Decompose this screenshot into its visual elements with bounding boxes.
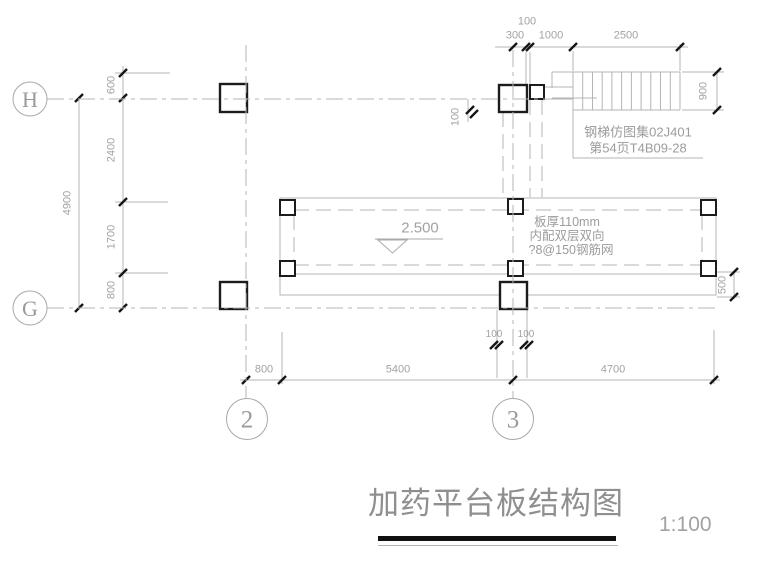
dim-300: 300 [505, 29, 525, 42]
dim-100-col-right: 100 [517, 329, 535, 340]
dim-1700: 1700 [105, 224, 118, 250]
column [218, 280, 249, 311]
dim-100-offset: 100 [449, 107, 462, 127]
grid-bubble-2 [226, 398, 268, 440]
dim-2500: 2500 [613, 29, 639, 42]
dim-2400: 2400 [105, 137, 118, 163]
slab-post [700, 260, 717, 277]
column-small [529, 84, 545, 100]
title-underline-thin [378, 545, 618, 546]
drawing-title: 加药平台板结构图 [368, 486, 624, 521]
dim-800-bottom: 800 [254, 363, 274, 376]
dim-5400: 5400 [385, 363, 411, 376]
dim-100-col-left: 100 [485, 329, 503, 340]
dim-500: 500 [716, 275, 729, 295]
slab-note-line1: 板厚110mm [534, 214, 600, 229]
elevation-triangle-icon [376, 239, 409, 254]
dim-4900: 4900 [61, 190, 74, 216]
grid-label-H: H [22, 87, 38, 112]
slab-note-line2: 内配双层双向 [529, 228, 605, 243]
slab-post [507, 260, 524, 277]
column [218, 82, 249, 114]
ladder-note-line1: 钢梯仿图集02J401 [584, 124, 692, 140]
dim-800-left: 800 [105, 280, 118, 300]
grid-lines [47, 45, 717, 398]
dim-900: 900 [697, 81, 710, 101]
dim-600: 600 [105, 75, 118, 95]
grid-label-2: 2 [240, 406, 254, 434]
slab-post [279, 199, 296, 216]
platform-slab-outline [279, 197, 717, 296]
steel-stair [544, 71, 703, 159]
drawing-scale: 1:100 [659, 513, 712, 536]
stair-treads-hatch [572, 72, 681, 110]
grid-bubble-G [12, 290, 48, 326]
slab-post [279, 260, 296, 277]
grid-bubble-H [12, 81, 48, 117]
ladder-note-line2: 第54页T4B09-28 [589, 140, 687, 156]
dim-1000: 1000 [538, 29, 564, 42]
dim-4700: 4700 [600, 363, 626, 376]
slab-note-line3: ?8@150钢筋网 [528, 242, 614, 257]
grid-label-G: G [22, 296, 38, 321]
ladder-note-leader [572, 110, 703, 159]
slab-post [700, 199, 717, 216]
elevation-marker [375, 238, 443, 254]
slab-hidden-edges [293, 100, 703, 266]
dim-100-top: 100 [517, 15, 537, 28]
grid-bubble-3 [492, 398, 534, 440]
slab-post [507, 198, 524, 215]
columns [218, 82, 717, 311]
dimension-ticks [74, 42, 739, 385]
title-underline [378, 536, 616, 541]
elevation-value: 2.500 [401, 219, 439, 237]
grid-bubbles [12, 81, 534, 440]
grid-label-3: 3 [506, 406, 520, 434]
